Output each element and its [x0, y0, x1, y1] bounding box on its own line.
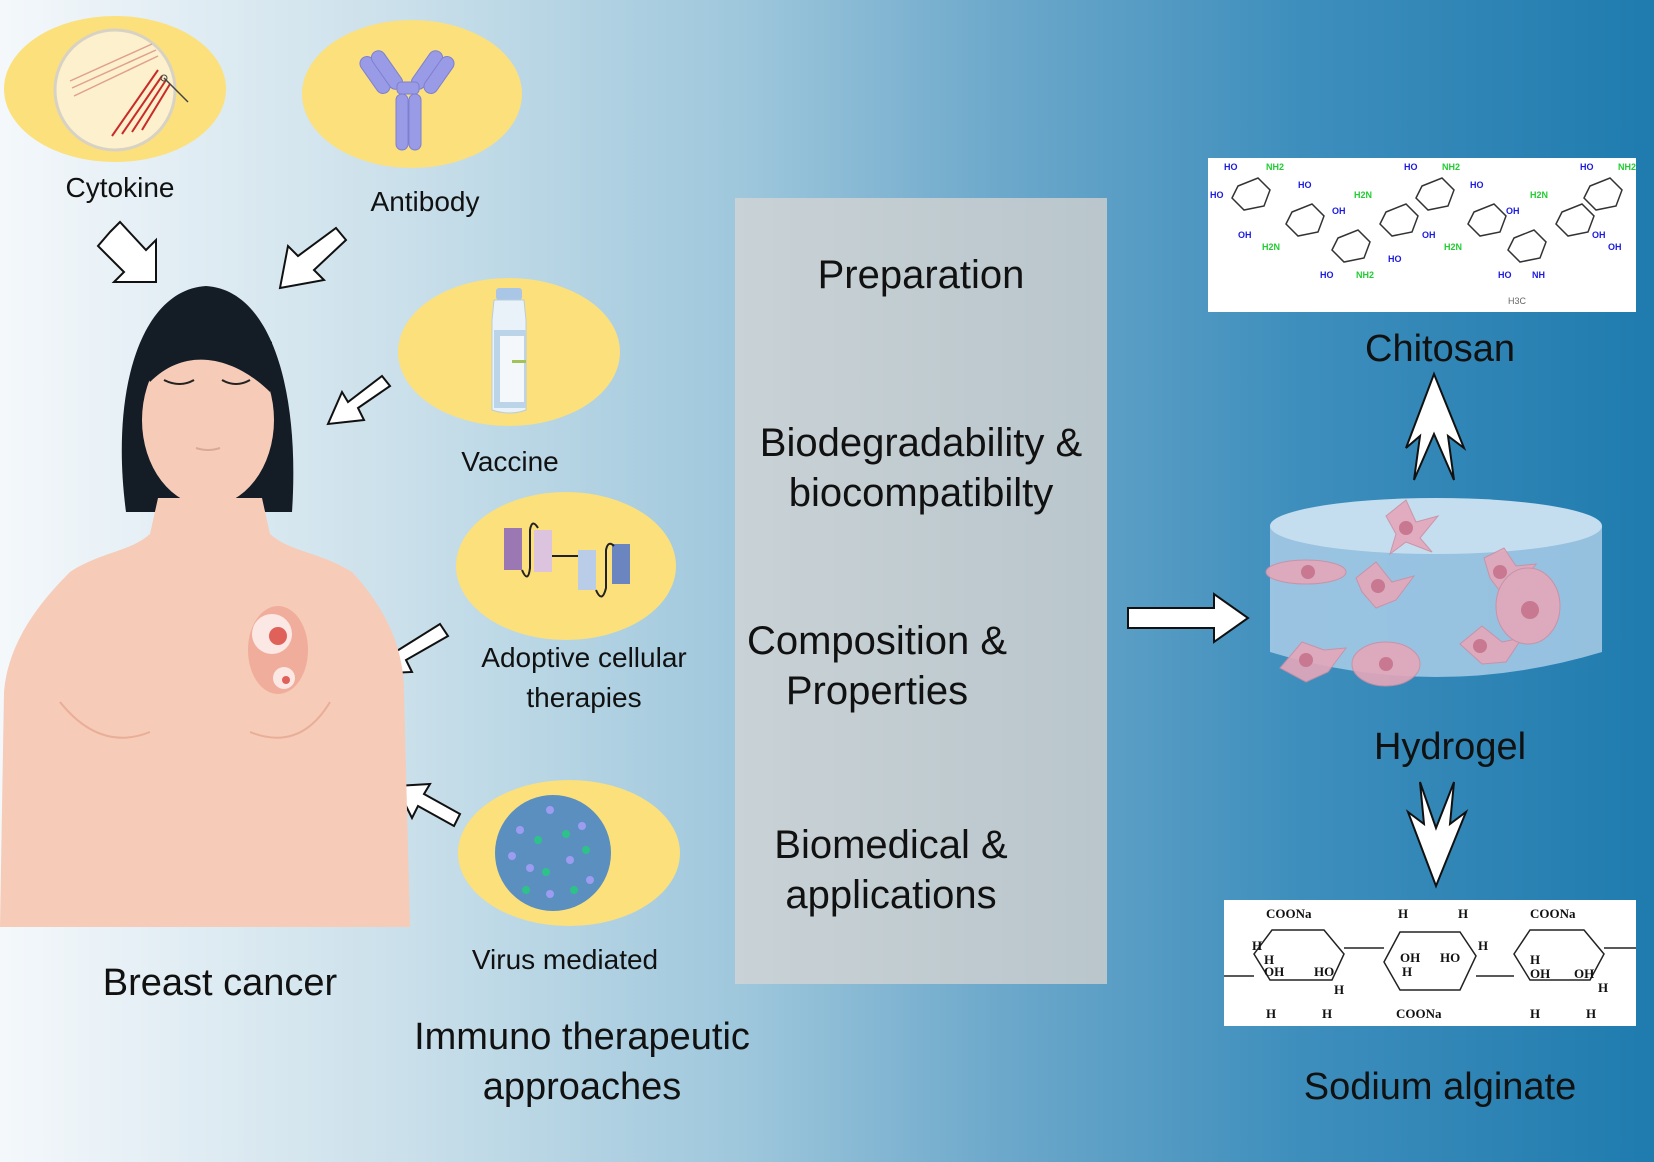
svg-text:H: H — [1478, 938, 1488, 953]
cytokine-label: Cytokine — [65, 172, 175, 203]
svg-text:H: H — [1598, 980, 1608, 995]
svg-text:OH: OH — [1264, 964, 1284, 979]
svg-text:OH: OH — [1592, 230, 1606, 240]
svg-text:HO: HO — [1440, 950, 1460, 965]
virus-icon — [495, 795, 611, 911]
svg-text:HO: HO — [1580, 162, 1594, 172]
sodium-alginate-label: Sodium alginate — [1303, 1066, 1577, 1108]
svg-text:NH2: NH2 — [1266, 162, 1284, 172]
vaccine-vial-icon — [491, 288, 527, 414]
svg-text:HO: HO — [1320, 270, 1334, 280]
svg-text:COONa: COONa — [1530, 906, 1576, 921]
svg-text:H: H — [1252, 938, 1262, 953]
arrow-cytokine-icon — [96, 220, 157, 283]
arrow-antibody-icon — [278, 226, 348, 290]
panel-item-biomedical: Biomedical & applications — [774, 823, 1008, 917]
hydrogel-label: Hydrogel — [1373, 726, 1527, 768]
iv-bags-icon — [504, 522, 630, 598]
panel-item-biodegradability: Biodegradability & biocompatibilty — [759, 421, 1083, 515]
svg-text:OH: OH — [1400, 950, 1420, 965]
svg-text:NH2: NH2 — [1356, 270, 1374, 280]
svg-text:OH: OH — [1238, 230, 1252, 240]
svg-text:H2N: H2N — [1262, 242, 1280, 252]
petri-dish-icon — [53, 28, 189, 152]
arrow-virus-icon — [394, 782, 462, 828]
svg-text:H: H — [1530, 952, 1540, 967]
arrow-to-hydrogel-icon — [1127, 592, 1250, 644]
svg-text:HO: HO — [1388, 254, 1402, 264]
hydrogel-properties-panel: Preparation Biodegradability & biocompat… — [735, 198, 1107, 984]
svg-text:HO: HO — [1314, 964, 1334, 979]
svg-text:H3C: H3C — [1508, 296, 1527, 306]
svg-text:H: H — [1322, 1006, 1332, 1021]
svg-text:H: H — [1586, 1006, 1596, 1021]
svg-text:H: H — [1398, 906, 1408, 921]
svg-text:H: H — [1264, 952, 1274, 967]
adoptive-oval — [456, 492, 676, 640]
svg-text:OH: OH — [1422, 230, 1436, 240]
svg-text:NH2: NH2 — [1442, 162, 1460, 172]
svg-text:H2N: H2N — [1354, 190, 1372, 200]
svg-text:OH: OH — [1332, 206, 1346, 216]
immuno-group-text: Immuno therapeutic approaches — [414, 1016, 750, 1108]
immuno-group-label: Immuno therapeutic approaches — [392, 1012, 772, 1112]
virus-label: Virus mediated — [471, 944, 659, 975]
svg-text:H: H — [1402, 964, 1412, 979]
svg-text:H2N: H2N — [1530, 190, 1548, 200]
svg-text:H: H — [1458, 906, 1468, 921]
antibody-icon — [359, 50, 455, 151]
arrow-to-alginate-icon — [1405, 781, 1469, 889]
svg-text:OH: OH — [1506, 206, 1520, 216]
svg-text:COONa: COONa — [1396, 1006, 1442, 1021]
svg-text:H: H — [1334, 982, 1344, 997]
svg-text:HO: HO — [1210, 190, 1224, 200]
panel-item-preparation: Preparation — [817, 253, 1025, 297]
svg-text:COONa: COONa — [1266, 906, 1312, 921]
svg-text:HO: HO — [1298, 180, 1312, 190]
vaccine-label: Vaccine — [461, 446, 559, 477]
svg-text:OH: OH — [1530, 966, 1550, 981]
panel-item-composition: Composition & Properties — [746, 619, 1008, 713]
svg-text:H2N: H2N — [1444, 242, 1462, 252]
hydrogel-cylinder-icon — [1265, 498, 1602, 687]
svg-text:H: H — [1266, 1006, 1276, 1021]
arrow-to-chitosan-icon — [1405, 371, 1467, 481]
antibody-label: Antibody — [370, 186, 480, 217]
svg-text:OH: OH — [1608, 242, 1622, 252]
svg-text:HO: HO — [1470, 180, 1484, 190]
tumor-icon — [248, 606, 308, 694]
chitosan-label: Chitosan — [1365, 328, 1515, 370]
woman-illustration — [0, 286, 410, 927]
svg-text:NH: NH — [1532, 270, 1545, 280]
svg-text:OH: OH — [1574, 966, 1594, 981]
svg-text:HO: HO — [1224, 162, 1238, 172]
svg-text:NH2: NH2 — [1618, 162, 1636, 172]
arrow-vaccine-icon — [326, 374, 392, 426]
adoptive-label: Adoptive cellular therapies — [481, 642, 687, 713]
svg-text:HO: HO — [1498, 270, 1512, 280]
svg-text:HO: HO — [1404, 162, 1418, 172]
breast-cancer-label: Breast cancer — [102, 962, 338, 1004]
svg-text:H: H — [1530, 1006, 1540, 1021]
